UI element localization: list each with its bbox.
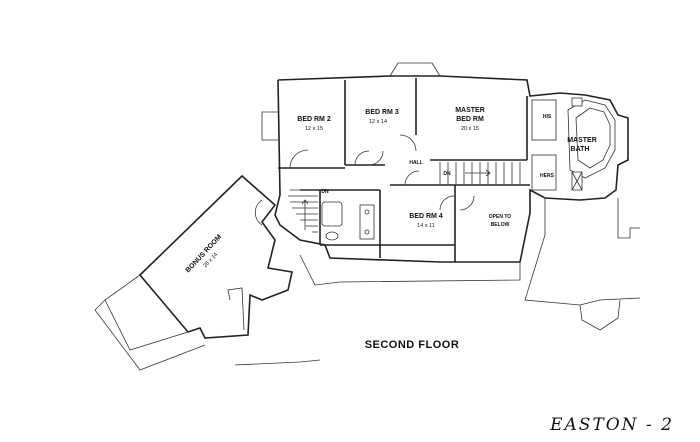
- bed-room-2-label: BED RM 2: [297, 116, 331, 123]
- staircases: [288, 162, 521, 233]
- bed-room-2-dims: 12 x 15: [305, 126, 323, 132]
- exterior-lines: [234, 198, 641, 366]
- bed-room-4-label: BED RM 4: [409, 213, 443, 220]
- right-stair-dn-label: DN: [443, 171, 451, 177]
- bonus-room-text-group: BONUS ROOM 26 x 14: [185, 234, 224, 275]
- his-closet-label: HIS: [543, 114, 552, 120]
- floor-title: SECOND FLOOR: [365, 339, 460, 351]
- master-bed-room-label-line2: BED RM: [456, 116, 484, 123]
- master-bed-room-label-line1: MASTER: [455, 107, 485, 114]
- hall-label: HALL: [409, 160, 422, 166]
- bonus-wing-walls: [94, 174, 293, 371]
- master-bath-label-line2: BATH: [571, 146, 590, 153]
- left-stair-dn-label: DN: [321, 189, 329, 195]
- bed-room-3-label: BED RM 3: [365, 109, 399, 116]
- plan-name: EASTON - 2: [549, 415, 674, 435]
- bonus-room-label: BONUS ROOM: [185, 234, 224, 275]
- master-bath-fixtures: [531, 97, 616, 191]
- right-stair: [439, 162, 521, 184]
- master-bed-room-dims: 20 x 15: [461, 126, 479, 132]
- left-stair: [288, 189, 318, 233]
- hers-closet-label: HERS: [540, 173, 555, 179]
- master-bath-label-line1: MASTER: [567, 137, 597, 144]
- hall-bath-fixtures: [321, 201, 375, 241]
- bed-room-4-dims: 14 x 11: [417, 223, 435, 229]
- open-to-below-label-line1: OPEN TO: [489, 214, 512, 220]
- bed-room-3-dims: 12 x 14: [369, 119, 387, 125]
- open-to-below-label-line2: BELOW: [491, 222, 510, 228]
- main-block-walls: [254, 62, 629, 263]
